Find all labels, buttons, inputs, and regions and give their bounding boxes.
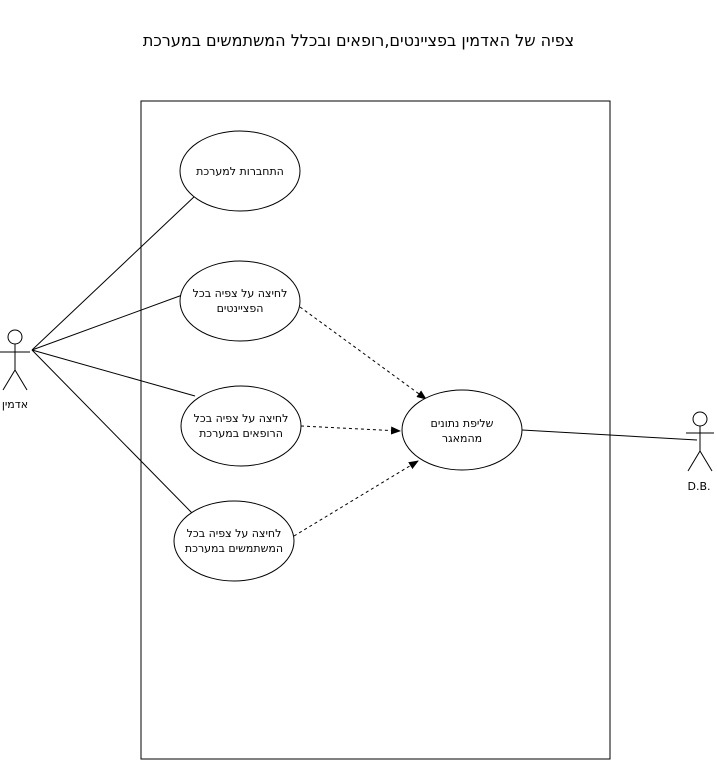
use-case-view-users-label-2: המשתמשים במערכת xyxy=(185,542,283,555)
use-case-fetch-data-label-2: מהמאגר xyxy=(442,432,482,445)
dependency-patients-fetch xyxy=(299,306,427,400)
association-admin-login xyxy=(31,194,197,351)
diagram-title: צפיה של האדמין בפציינטים,רופאים ובכלל המ… xyxy=(142,31,575,50)
system-boundary xyxy=(140,100,611,760)
use-case-login xyxy=(179,130,301,212)
use-case-view-users xyxy=(173,500,295,582)
association-fetch-db xyxy=(521,429,698,441)
use-case-login-label-1: התחברות למערכת xyxy=(196,165,284,178)
use-case-view-patients-label-1: לחיצה על צפיה בכל xyxy=(193,287,288,300)
use-case-view-doctors-label-1: לחיצה על צפיה בכל xyxy=(194,412,289,425)
association-admin-patients xyxy=(31,289,197,351)
use-case-view-doctors xyxy=(180,385,302,467)
use-case-view-doctors-label-2: הרופאים במערכת xyxy=(199,427,283,440)
use-case-fetch-data-label-1: שליפת נתונים xyxy=(431,417,494,430)
use-case-view-patients xyxy=(179,260,301,342)
db-actor-label: D.B. xyxy=(687,480,710,493)
use-case-view-patients-label-2: הפציינטים xyxy=(217,302,264,315)
db-actor xyxy=(686,411,714,472)
admin-actor xyxy=(0,329,30,391)
association-admin-users xyxy=(31,349,194,515)
use-case-view-users-label-1: לחיצה על צפיה בכל xyxy=(187,527,282,540)
association-admin-doctors xyxy=(31,349,196,397)
admin-actor-label: אדמין xyxy=(2,398,28,411)
use-case-fetch-data xyxy=(401,389,523,471)
dependency-doctors-fetch xyxy=(300,425,401,435)
dependency-users-fetch xyxy=(293,460,419,537)
